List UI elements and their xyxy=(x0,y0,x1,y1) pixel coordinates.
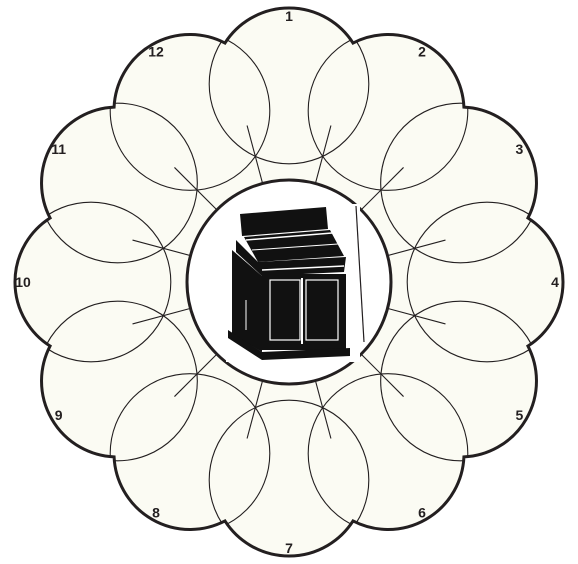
petal-number-1: 1 xyxy=(285,8,293,24)
petal-number-5: 5 xyxy=(516,407,524,423)
petal-number-3: 3 xyxy=(516,141,524,157)
petal-number-9: 9 xyxy=(55,407,63,423)
petal-number-8: 8 xyxy=(152,504,160,520)
petal-number-12: 12 xyxy=(148,44,164,60)
petal-number-2: 2 xyxy=(418,44,426,60)
petal-number-10: 10 xyxy=(15,274,31,290)
petal-number-7: 7 xyxy=(285,540,293,556)
piano-cabinet-icon xyxy=(226,204,364,362)
petal-number-11: 11 xyxy=(51,141,66,157)
petal-number-4: 4 xyxy=(551,274,559,290)
petal-number-6: 6 xyxy=(418,504,426,520)
